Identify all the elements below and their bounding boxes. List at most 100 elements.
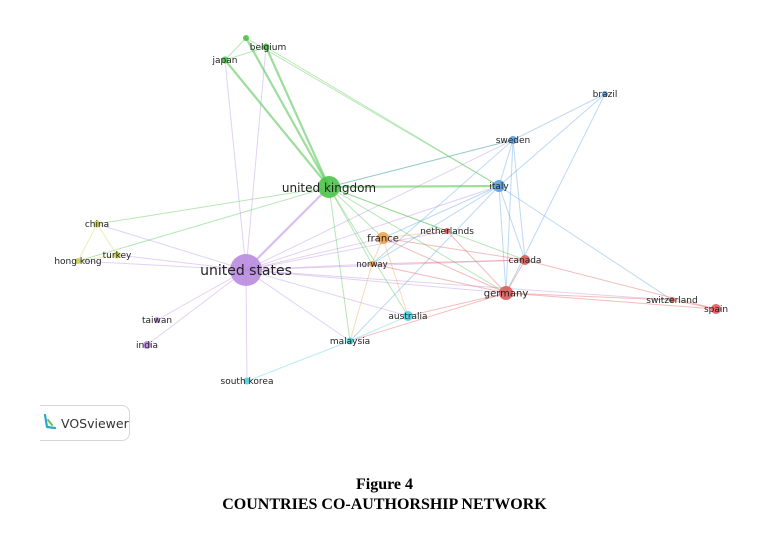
network-labels: united states united kingdom belgium japan i… (54, 43, 728, 387)
label-united-kingdom: united kingdom (282, 181, 376, 195)
node-italy (493, 180, 505, 192)
edge-germany-switzerland (505, 292, 673, 301)
edge-canada-norway (371, 259, 526, 265)
label-spain: spain (704, 305, 728, 315)
figure-title: COUNTRIES CO-AUTHORSHIP NETWORK (222, 496, 547, 513)
label-japan: japan (212, 56, 238, 66)
edge-united_states-netherlands (245, 230, 448, 271)
node-united-kingdom (318, 176, 340, 198)
node-belgium (262, 43, 270, 51)
label-switzerland: switzerland (646, 296, 697, 306)
edge-united_states-france (245, 237, 384, 271)
edge-united_states-malaysia (245, 269, 351, 342)
edge-united_kingdom-italy (328, 184, 500, 189)
label-netherlands: netherlands (420, 227, 474, 237)
edge-sweden-norway (371, 139, 514, 265)
edge-united_kingdom-hong_kong (77, 186, 330, 262)
edge-belgium-italy (265, 46, 500, 187)
edge-malaysia-south_korea (246, 340, 351, 382)
edge-united_states-hong_kong (77, 260, 247, 271)
figure-number: Figure 4 (355, 476, 414, 493)
label-italy: italy (489, 182, 509, 192)
node-china (93, 220, 101, 228)
edge-united_states-turkey (116, 254, 247, 271)
edge-italy-canada (498, 185, 526, 261)
edge-united_states-italy (245, 185, 500, 271)
vosviewer-badge-text: VOSviewer (61, 415, 129, 431)
edge-canada-france (382, 237, 526, 261)
edge-germany-norway (371, 263, 507, 294)
edge-italy-france (382, 185, 500, 239)
node-france (377, 232, 389, 244)
edge-germany-malaysia (349, 292, 507, 342)
edge-china-hong_kong (77, 223, 98, 262)
edge-united_kingdom-china (96, 186, 330, 225)
edge-united_states-australia (245, 269, 409, 317)
edge-china-turkey (96, 223, 118, 256)
edge-united_kingdom-germany (328, 186, 507, 294)
edge-switzerland-spain (671, 299, 717, 310)
label-belgium: belgium (250, 43, 286, 53)
label-malaysia: malaysia (330, 337, 370, 347)
label-germany: germany (484, 289, 529, 300)
edge-italy-sweden (498, 139, 514, 187)
node-brazil (602, 91, 608, 97)
edge-sweden-brazil (512, 93, 606, 141)
edge-malaysia-australia (349, 315, 409, 342)
node-south-korea (243, 377, 251, 385)
edge-united_states-south_korea (245, 269, 248, 382)
edge-sweden-united_kingdom (328, 139, 514, 188)
node-switzerland (669, 297, 675, 303)
label-india: india (136, 341, 158, 351)
edge-united_states-china (96, 223, 247, 271)
edge-united_states-japan (224, 59, 247, 271)
edge-sweden-canada (512, 139, 526, 261)
edge-united_kingdom-netherlands (328, 186, 448, 232)
edge-united_states-taiwan (156, 269, 247, 321)
label-south-korea: south korea (221, 377, 274, 387)
label-canada: canada (509, 256, 542, 266)
node-turkey (113, 251, 121, 259)
edge-italy-brazil (498, 93, 606, 187)
node-malaysia (346, 337, 354, 345)
node-sweden (509, 136, 517, 144)
edge-hong_kong-turkey (77, 254, 118, 262)
edge-united_kingdom-norway (328, 186, 373, 265)
label-turkey: turkey (103, 251, 132, 261)
node-hong-kong (75, 258, 81, 264)
edge-united_kingdom-france (328, 186, 384, 239)
node-netherlands (444, 228, 450, 234)
edge-germany-spain (505, 292, 717, 310)
edge-germany-australia (407, 292, 507, 317)
edge-germany-france (382, 237, 507, 294)
node-australia (403, 311, 413, 321)
edge-united_states-norway (245, 263, 373, 271)
label-norway: norway (356, 260, 387, 270)
node-japan (221, 56, 229, 64)
edge-united_states-switzerland (245, 269, 673, 301)
label-sweden: sweden (496, 136, 531, 146)
label-united-states: united states (200, 263, 292, 279)
label-australia: australia (388, 312, 427, 322)
edge-united_states-germany (245, 269, 507, 294)
edge-sweden-germany (505, 139, 514, 294)
vosviewer-badge: VOSviewer (40, 405, 130, 441)
edge-united_states-belgium (245, 46, 267, 271)
node-united-states (230, 254, 262, 286)
edge-france-australia (382, 237, 409, 317)
edge-belgium-japan (224, 46, 267, 61)
vosviewer-logo-icon (43, 413, 57, 430)
edge-germany-netherlands (446, 230, 507, 294)
label-france: france (367, 234, 399, 245)
node-spain (711, 304, 721, 314)
node-taiwan (154, 317, 160, 323)
edge-united_kingdom-japan (224, 59, 330, 188)
node-green-small (243, 35, 249, 41)
edge-united_kingdom-belgium (264, 46, 331, 188)
edge-italy-norway (371, 185, 500, 265)
edge-united_states-united_kingdom (245, 186, 330, 271)
edge-italy-germany (498, 185, 507, 294)
edge-united_states-canada (245, 259, 526, 271)
label-brazil: brazil (593, 90, 618, 100)
edge-canada-spain (524, 259, 717, 310)
